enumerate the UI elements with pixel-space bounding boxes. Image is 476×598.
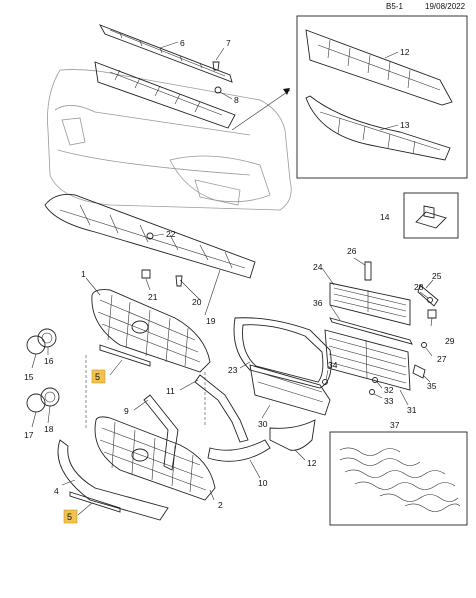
part-1-radiator-grille[interactable] — [91, 289, 211, 373]
callout-21: 20 — [192, 297, 202, 307]
part-32-fastener[interactable] — [399, 389, 409, 406]
part-21-screw[interactable] — [175, 275, 183, 287]
part-31-air-duct[interactable] — [249, 364, 331, 419]
callout-6: 6 — [180, 38, 185, 48]
callout-4: 4 — [54, 486, 59, 496]
callout-17: 16 — [44, 356, 54, 366]
callout-12-text: 12 — [307, 458, 317, 468]
callout-29: 28 — [414, 282, 424, 292]
callout-5-upper: 5 — [95, 372, 100, 382]
part-10-deflector[interactable] — [207, 439, 271, 479]
callout-8: 8 — [234, 95, 239, 105]
callout-34: 33 — [384, 396, 394, 406]
part-22-nut[interactable] — [141, 269, 151, 291]
part-25-active-shutter-upper[interactable] — [321, 267, 411, 326]
callout-16: 15 — [24, 372, 34, 382]
callout-22: 21 — [148, 292, 158, 302]
callout-13: 12 — [400, 47, 410, 57]
callout-37: 36 — [313, 298, 323, 308]
pointer-arrow — [231, 88, 291, 131]
bumper-outline — [47, 69, 292, 211]
leader-13 — [384, 51, 399, 59]
part-16-emblem[interactable] — [26, 335, 46, 369]
callout-36: 35 — [427, 381, 437, 391]
part-shutter-lower[interactable] — [324, 329, 411, 391]
part-17-emblem-base[interactable] — [37, 328, 57, 355]
part-29-screw[interactable] — [419, 291, 433, 303]
part-24-grille-frame[interactable] — [233, 317, 332, 389]
leader-4 — [61, 479, 76, 486]
leader-21 — [179, 279, 201, 301]
part-28-clip[interactable] — [421, 342, 433, 357]
part-6-upper-grille-strip[interactable] — [99, 24, 233, 83]
diagram-date: 19/08/2022 — [425, 2, 466, 11]
callout-5-lower: 5 — [67, 512, 72, 522]
callout-28: 27 — [437, 354, 447, 364]
detail-inset-13-14 — [296, 15, 468, 179]
callout-26: 25 — [432, 271, 442, 281]
leader-1 — [85, 277, 101, 296]
callout-2: 2 — [218, 500, 223, 510]
part-5-highlight-upper — [91, 369, 106, 384]
callout-23: 22 — [166, 229, 176, 239]
part-27-bolt[interactable] — [353, 257, 372, 281]
callout-24: 23 — [228, 365, 238, 375]
grille-insert-strip[interactable] — [94, 61, 236, 129]
part-20-lower-air-deflector[interactable] — [44, 194, 256, 279]
part-12-deflector[interactable] — [269, 419, 316, 461]
part-4-grille-surround[interactable] — [57, 439, 169, 521]
callout-20: 19 — [206, 316, 216, 326]
part-5-highlight-lower — [63, 509, 78, 524]
callout-14: 13 — [400, 120, 410, 130]
part-7-screw[interactable] — [212, 47, 225, 71]
callout-1: 1 — [81, 269, 86, 279]
callout-10: 10 — [258, 478, 268, 488]
callout-31: 30 — [258, 419, 268, 429]
callout-11: 11 — [166, 386, 175, 396]
part-37-seal[interactable] — [329, 304, 413, 345]
part-33-clip[interactable] — [372, 377, 383, 389]
part-5-lower-moulding[interactable] — [69, 491, 121, 516]
part-18-emblem[interactable] — [26, 393, 46, 428]
part-26-bracket[interactable] — [417, 279, 439, 307]
callout-18: 17 — [24, 430, 34, 440]
part-15-clip[interactable] — [403, 192, 459, 239]
part-23-clip[interactable] — [146, 232, 165, 240]
callout-15: 14 — [380, 212, 390, 222]
callout-7: 7 — [226, 38, 231, 48]
leader-2 — [209, 489, 215, 501]
part-5-upper-moulding[interactable] — [99, 344, 151, 376]
callout-32: 31 — [407, 405, 417, 415]
callout-27: 26 — [347, 246, 357, 256]
part-35-screw[interactable] — [322, 369, 329, 385]
diagram-code: B5-1 — [386, 2, 403, 11]
callout-35: 34 — [328, 360, 338, 370]
callout-25: 24 — [313, 262, 323, 272]
part-36-bracket[interactable] — [412, 364, 431, 383]
callout-3x: 37 — [390, 420, 400, 430]
part-2-grille-lower-assembly[interactable] — [94, 416, 216, 501]
part-30-nut[interactable] — [427, 309, 437, 327]
part-19-emblem-base[interactable] — [40, 387, 60, 424]
leader-20 — [204, 269, 221, 316]
detail-inset-3x — [329, 431, 468, 526]
callout-9: 9 — [124, 406, 129, 416]
part-34-clip[interactable] — [369, 389, 383, 399]
leader-6 — [159, 41, 179, 49]
part-9-bracket[interactable] — [133, 394, 179, 471]
part-8-clip[interactable] — [214, 86, 233, 100]
callout-30: 29 — [445, 336, 455, 346]
part-11-bracket[interactable] — [179, 374, 249, 443]
leader-14 — [379, 124, 399, 131]
callout-19: 18 — [44, 424, 54, 434]
callout-33: 32 — [384, 385, 394, 395]
